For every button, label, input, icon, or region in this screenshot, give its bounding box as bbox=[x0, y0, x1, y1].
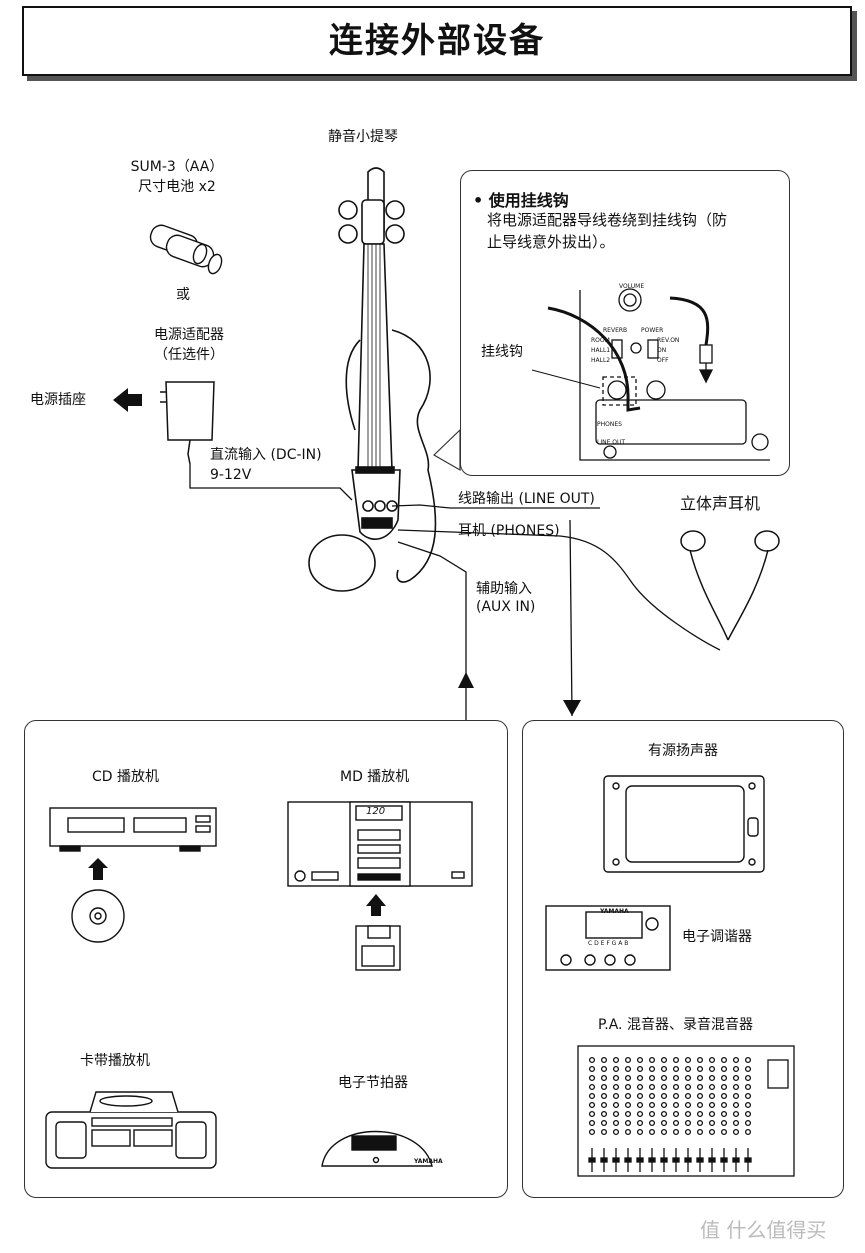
mixer-label: P.A. 混音器、录音混音器 bbox=[598, 1017, 753, 1033]
battery-label-line2: 尺寸电池 x2 bbox=[138, 179, 216, 195]
panel-power-label: POWER bbox=[641, 327, 664, 334]
tuner-brand: YAMAHA bbox=[600, 908, 629, 915]
outlet-arrow bbox=[113, 388, 142, 412]
panel-volume-label: VOLUME bbox=[619, 283, 645, 290]
page-title: 连接外部设备 bbox=[329, 21, 545, 61]
panel-off-label: OFF bbox=[657, 357, 669, 364]
metronome-label: 电子节拍器 bbox=[338, 1075, 408, 1091]
cd-player-label: CD 播放机 bbox=[92, 769, 160, 785]
line-out-label: 线路输出 (LINE OUT) bbox=[458, 491, 595, 507]
control-panel-illustration bbox=[531, 288, 770, 461]
headphones-illustration bbox=[680, 530, 780, 641]
panel-lineout-label: LINE OUT bbox=[597, 439, 626, 446]
cd-arrow bbox=[88, 858, 108, 880]
headphones-label: 立体声耳机 bbox=[680, 494, 761, 513]
md-display-value: 120 bbox=[366, 806, 386, 817]
panel-on-label: ON bbox=[657, 347, 667, 354]
panel-revon-label: REV.ON bbox=[657, 337, 680, 344]
floppy-disk-illustration bbox=[355, 925, 401, 971]
phones-label: 耳机 (PHONES) bbox=[458, 523, 560, 539]
tuner-scale: C D E F G A B bbox=[588, 940, 629, 947]
mixer-illustration bbox=[577, 1045, 795, 1177]
hook-label: 挂线钩 bbox=[481, 344, 523, 360]
active-speaker-label: 有源扬声器 bbox=[648, 743, 718, 759]
output-devices-panel bbox=[522, 720, 844, 1198]
panel-hall2-label: HALL2 bbox=[591, 357, 611, 364]
dc-in-label-line1: 直流输入 (DC-IN) bbox=[210, 447, 322, 463]
input-devices-panel bbox=[24, 720, 508, 1198]
tuner-illustration bbox=[545, 905, 671, 971]
dc-in-label-line2: 9-12V bbox=[210, 467, 252, 483]
metronome-brand: YAMAHA bbox=[414, 1158, 443, 1165]
or-label: 或 bbox=[176, 287, 190, 303]
panel-hall1-label: HALL1 bbox=[591, 347, 611, 354]
panel-phones-label: PHONES bbox=[597, 421, 622, 428]
violin-label: 静音小提琴 bbox=[328, 129, 398, 145]
title-box: 连接外部设备 bbox=[22, 6, 852, 76]
active-speaker-illustration bbox=[603, 775, 765, 873]
battery-illustration bbox=[149, 224, 223, 275]
metronome-illustration bbox=[321, 1130, 433, 1167]
md-player-illustration bbox=[287, 801, 473, 887]
cd-player-illustration bbox=[49, 807, 217, 852]
md-player-label: MD 播放机 bbox=[340, 769, 410, 785]
tuner-label: 电子调谐器 bbox=[682, 929, 752, 945]
aux-in-label-line2: (AUX IN) bbox=[476, 599, 536, 615]
battery-label-line1: SUM-3（AA） bbox=[130, 159, 224, 175]
watermark: 值 什么值得买 bbox=[700, 1218, 827, 1242]
note-line2: 止导线意外拔出）。 bbox=[487, 233, 615, 251]
note-line1: 将电源适配器导线卷绕到挂线钩（防 bbox=[487, 211, 728, 229]
adapter-label-line1: 电源适配器 bbox=[154, 327, 224, 343]
note-heading: • 使用挂线钩 bbox=[473, 191, 569, 210]
hook-note-panel: • 使用挂线钩 将电源适配器导线卷绕到挂线钩（防 止导线意外拔出）。 挂线钩 V… bbox=[460, 170, 790, 476]
violin-illustration bbox=[308, 167, 437, 592]
md-arrow bbox=[366, 894, 386, 916]
adapter-illustration bbox=[160, 381, 215, 465]
panel-room-label: ROOM bbox=[591, 337, 610, 344]
aux-in-label-line1: 辅助输入 bbox=[476, 581, 532, 597]
adapter-label-line2: （任选件） bbox=[154, 347, 224, 363]
cassette-player-illustration bbox=[45, 1091, 217, 1169]
panel-reverb-label: REVERB bbox=[603, 327, 628, 334]
outlet-label: 电源插座 bbox=[30, 392, 86, 408]
cd-disc-illustration bbox=[71, 889, 125, 943]
cassette-player-label: 卡带播放机 bbox=[80, 1053, 150, 1069]
